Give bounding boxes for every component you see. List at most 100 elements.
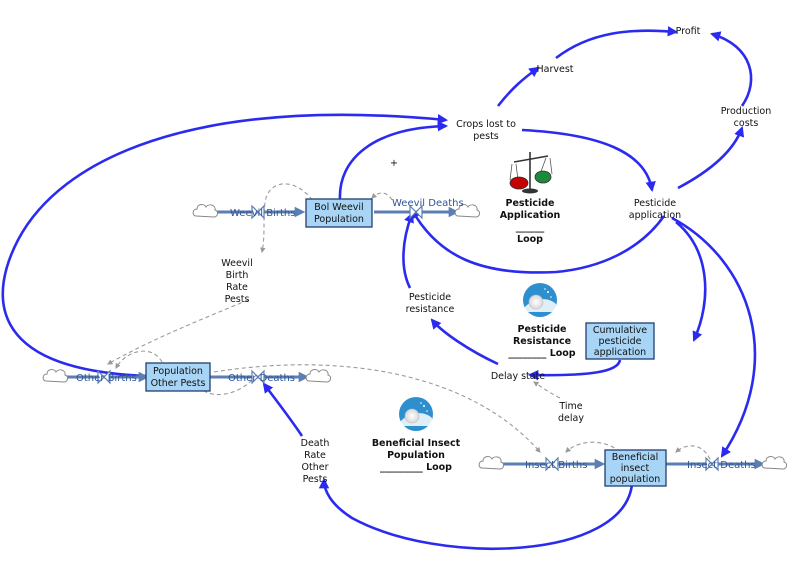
var-label: Rate <box>304 450 326 461</box>
var-death-rate-other[interactable]: Death Rate Other Pests <box>301 438 330 485</box>
stock-beneficial-insect[interactable]: Beneficial insect population <box>604 449 667 487</box>
stock-label: Population <box>314 214 364 225</box>
valve-weevil-births <box>251 204 265 220</box>
var-label: Weevil <box>221 258 252 269</box>
loop-label: Application <box>500 210 561 221</box>
var-label: Time <box>558 401 582 412</box>
snowball-icon <box>523 283 557 317</box>
dash-weevil-deaths-back <box>371 192 393 201</box>
var-label: application <box>629 210 681 221</box>
loop-label: Loop <box>517 234 543 245</box>
link-weevil-to-crops <box>338 121 449 201</box>
var-pesticide-application[interactable]: Pesticide application <box>629 198 681 221</box>
dash-other-to-insect-births <box>213 364 541 453</box>
var-pesticide-resistance[interactable]: Pesticide resistance <box>406 292 455 315</box>
var-label: Rate <box>226 282 248 293</box>
var-label: Pests <box>225 294 250 305</box>
flow-other-deaths[interactable]: Other Deaths <box>228 373 295 384</box>
flow-labels: Weevil Births Weevil Deaths Other Births… <box>76 198 756 471</box>
link-crops-to-application <box>521 128 656 193</box>
cloud-icon <box>192 204 218 218</box>
link-harvest-to-profit <box>555 26 679 60</box>
loop-label: ______ <box>516 222 545 233</box>
var-label: Death <box>301 438 330 449</box>
cloud-icon <box>761 456 787 470</box>
var-production-costs[interactable]: Production costs <box>721 106 772 129</box>
var-label: Production <box>721 106 772 117</box>
loop-pesticide-application: Pesticide Application ______ Loop <box>500 152 561 245</box>
link-costs-to-profit <box>710 31 753 107</box>
var-crops-lost[interactable]: Crops lost to pests <box>456 119 516 142</box>
loop-label: Resistance <box>513 336 571 347</box>
variables: Profit Harvest Production costs Crops lo… <box>221 26 771 485</box>
link-application-to-weevil-deaths <box>410 208 666 274</box>
stock-label: Other Pests <box>151 378 206 389</box>
loop-pesticide-resistance: Pesticide Resistance ________ Loop <box>508 283 576 359</box>
var-harvest[interactable]: Harvest <box>536 64 573 75</box>
link-death-rate-to-other-deaths <box>262 382 304 437</box>
flow-weevil-births[interactable]: Weevil Births <box>230 208 295 219</box>
information-links <box>107 183 713 467</box>
clouds <box>42 204 787 470</box>
valve-other-births <box>97 369 111 385</box>
loop-label: Population <box>387 450 445 461</box>
stock-label: pesticide <box>599 336 642 347</box>
stock-label: Cumulative <box>593 325 647 336</box>
dash-rate-to-other-births <box>107 299 249 365</box>
link-resistance-to-weevil-deaths <box>402 212 414 289</box>
var-label: pests <box>473 131 499 142</box>
stock-label: Population <box>153 366 203 377</box>
loop-label: ________ Loop <box>508 348 575 359</box>
loop-beneficial-insect: Beneficial Insect Population _________ L… <box>372 397 461 473</box>
var-label: delay <box>558 413 584 424</box>
cloud-icon <box>454 204 480 218</box>
stock-label: application <box>594 347 646 358</box>
stock-other-pests[interactable]: Population Other Pests <box>145 362 211 392</box>
flow-other-births[interactable]: Other Births <box>76 373 137 384</box>
stock-label: insect <box>621 463 650 474</box>
dash-beneficial-to-births <box>565 441 621 453</box>
var-label: Other <box>302 462 329 473</box>
var-time-delay[interactable]: Time delay <box>558 401 584 424</box>
causal-links <box>1 26 757 551</box>
cloud-icon <box>42 369 68 383</box>
var-profit[interactable]: Profit <box>676 26 701 37</box>
valve-insect-births <box>545 456 559 472</box>
link-otherpests-to-crops <box>1 113 449 378</box>
var-label: costs <box>734 118 759 129</box>
stock-boll-weevil[interactable]: Bol Weevil Population <box>305 198 373 228</box>
cloud-icon <box>478 456 504 470</box>
stock-label: Bol Weevil <box>314 202 363 213</box>
flow-weevil-deaths[interactable]: Weevil Deaths <box>392 198 464 209</box>
var-label: Pesticide <box>409 292 451 303</box>
valve-insect-deaths <box>705 456 719 472</box>
balance-scale-icon <box>509 152 553 194</box>
snowball-icon <box>399 397 433 431</box>
var-label: Pests <box>303 474 328 485</box>
link-application-to-insect-deaths <box>671 216 757 458</box>
link-application-to-costs <box>677 126 745 190</box>
loop-label: Pesticide <box>506 198 555 209</box>
flow-insect-deaths[interactable]: Insect Deaths <box>687 460 756 471</box>
flow-pipes <box>64 204 766 472</box>
dash-other-pop-to-births <box>115 350 163 369</box>
link-crops-to-harvest <box>496 66 540 107</box>
var-label: resistance <box>406 304 455 315</box>
loop-label: Pesticide <box>518 324 567 335</box>
var-delay-state[interactable]: Delay state <box>491 371 545 382</box>
loop-label: Beneficial Insect <box>372 438 461 449</box>
stock-cumulative-pesticide[interactable]: Cumulative pesticide application <box>585 322 655 360</box>
dash-insect-deaths-back <box>675 445 713 467</box>
var-label: Birth <box>226 270 249 281</box>
var-label: Crops lost to <box>456 119 516 130</box>
valve-other-deaths <box>251 369 265 385</box>
valve-weevil-deaths <box>409 204 423 220</box>
dash-weevil-loop-to-rate <box>260 183 317 254</box>
stock-label: Beneficial <box>612 452 659 463</box>
link-delay-to-resistance <box>430 318 499 366</box>
var-weevil-birth-rate[interactable]: Weevil Birth Rate Pests <box>221 258 252 305</box>
link-beneficial-to-death-rate <box>318 477 634 551</box>
flow-insect-births[interactable]: Insect Births <box>525 460 587 471</box>
loop-label: _________ Loop <box>380 462 452 473</box>
